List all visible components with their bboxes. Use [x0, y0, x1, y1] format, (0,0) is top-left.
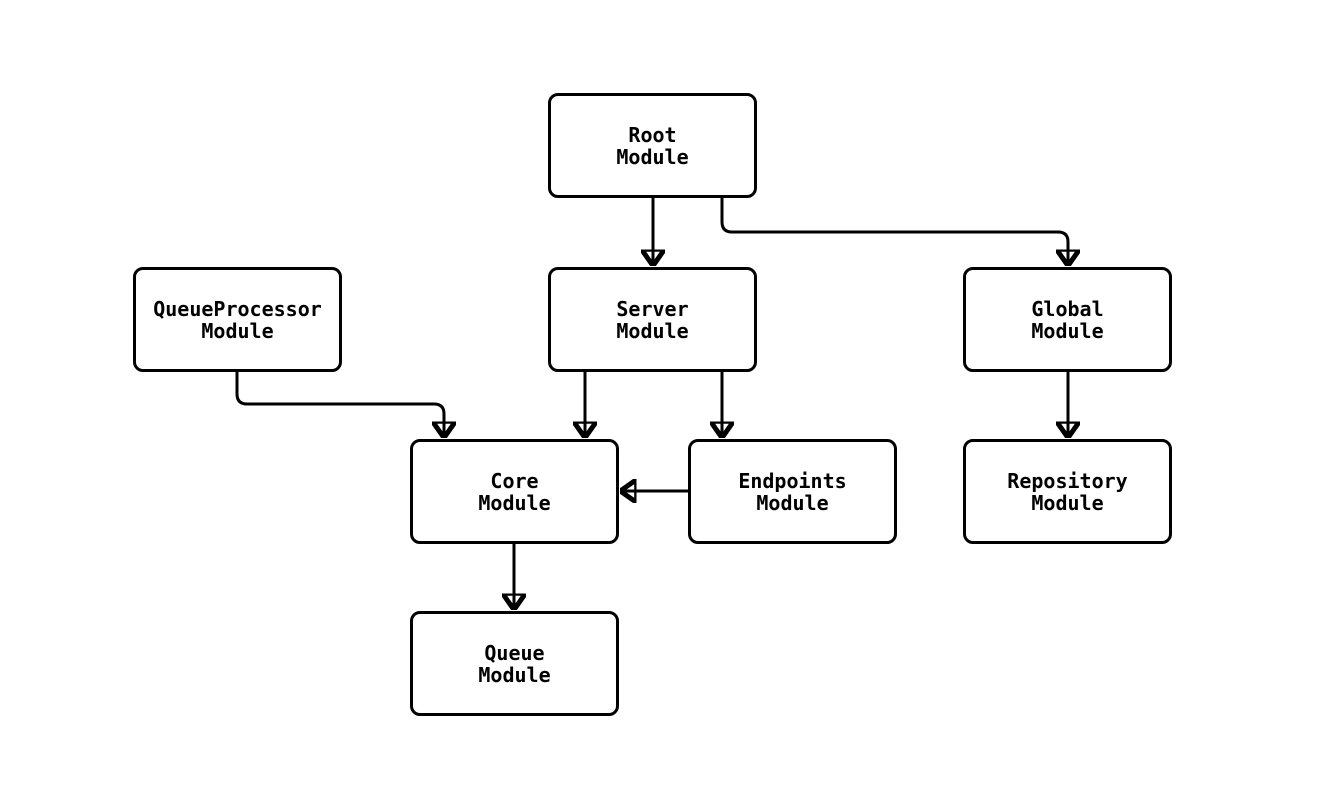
node-repository-module: Repository Module — [963, 439, 1172, 544]
node-queueprocessor-module-label: QueueProcessor Module — [153, 296, 322, 343]
node-queueprocessor-module: QueueProcessor Module — [133, 267, 342, 372]
node-root-module: Root Module — [548, 93, 757, 198]
node-endpoints-module-label: Endpoints Module — [738, 468, 847, 515]
node-repository-module-label: Repository Module — [1007, 468, 1128, 515]
node-queue-module-label: Queue Module — [478, 640, 551, 687]
edge-root-to-global — [720, 198, 1068, 265]
node-global-module: Global Module — [963, 267, 1172, 372]
node-endpoints-module: Endpoints Module — [688, 439, 897, 544]
node-server-module-label: Server Module — [616, 296, 689, 343]
node-root-module-label: Root Module — [616, 122, 689, 169]
node-server-module: Server Module — [548, 267, 757, 372]
node-core-module: Core Module — [410, 439, 619, 544]
node-queue-module: Queue Module — [410, 611, 619, 716]
node-global-module-label: Global Module — [1031, 296, 1104, 343]
edge-queueprocessor-to-core — [235, 372, 444, 437]
node-core-module-label: Core Module — [478, 468, 551, 515]
